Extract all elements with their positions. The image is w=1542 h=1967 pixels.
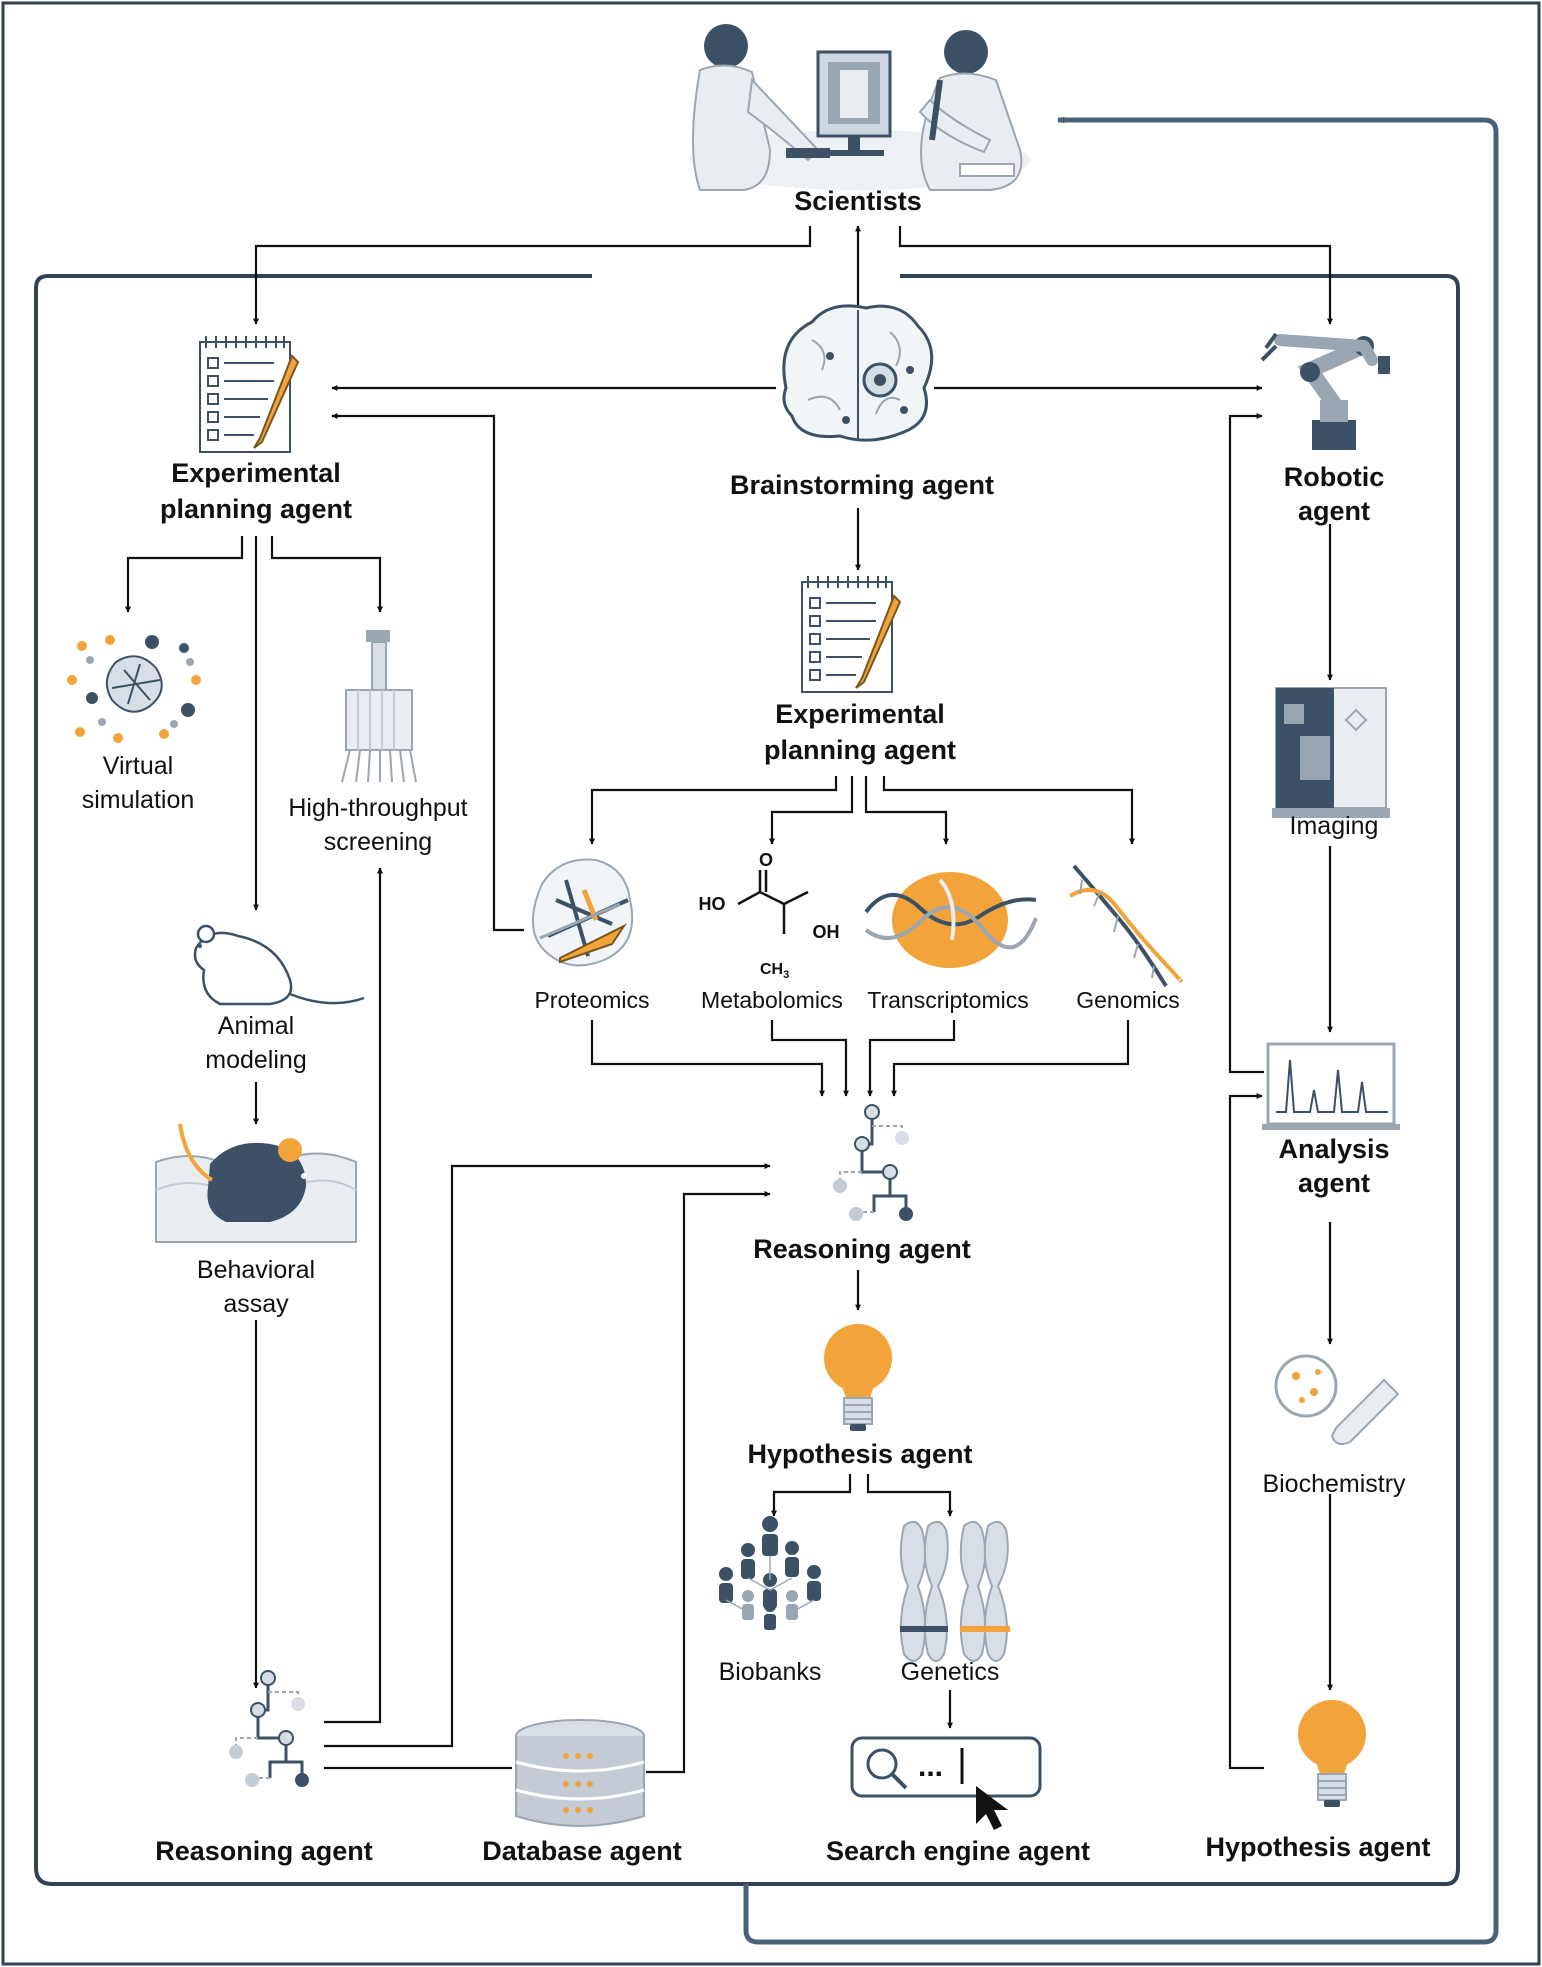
- analysis-agent-label-line2: agent: [1298, 1168, 1370, 1198]
- robotic-agent-label-line2: agent: [1298, 496, 1370, 526]
- clipboard-icon: [199, 335, 299, 453]
- decision-tree-icon: [227, 1669, 311, 1789]
- rna-dna-icon: [864, 872, 1038, 968]
- arrow-database-to-center-reasoning: [646, 1191, 771, 1774]
- decision-tree-icon: [831, 1103, 915, 1223]
- arrow-scientists-to-left-planning: [253, 226, 812, 325]
- arrow-to-transcriptomics: [864, 776, 949, 845]
- genetics-label: Genetics: [901, 1658, 1000, 1686]
- animal-modeling-label-line1: Animal: [218, 1012, 294, 1040]
- search-icon-handle: [890, 1772, 908, 1790]
- robotic-agent-label-line1: Robotic: [1284, 462, 1385, 492]
- inner-agent-frame: [34, 274, 1460, 1886]
- brainstorming-agent-label: Brainstorming agent: [730, 470, 994, 500]
- lactic-acid-molecule-icon: O HO OH CH3: [699, 850, 840, 981]
- search-engine-agent-label: Search engine agent: [826, 1836, 1090, 1866]
- methyl-label: CH3: [760, 961, 789, 981]
- molecule-simulation-icon: [67, 635, 201, 743]
- hydroxyl-label: HO: [699, 894, 726, 914]
- center-planning-label-line2: planning agent: [764, 735, 956, 765]
- mouse-icon: [193, 924, 365, 1006]
- biochemistry-label: Biochemistry: [1262, 1470, 1406, 1498]
- search-box: ...: [850, 1736, 1042, 1830]
- arrow-genomics-to-reasoning: [891, 1020, 1130, 1097]
- search-query-text: ...: [918, 1750, 943, 1783]
- hydroxyl-label: OH: [813, 922, 840, 942]
- database-agent-label: Database agent: [482, 1836, 682, 1866]
- arrow-reasoning-to-high-throughput: [324, 867, 383, 1724]
- analysis-agent-label-line1: Analysis: [1278, 1134, 1389, 1164]
- arrow-transcriptomics-to-reasoning: [867, 1020, 956, 1097]
- arrow-to-metabolomics: [769, 776, 854, 845]
- center-planning-label-line1: Experimental: [775, 699, 945, 729]
- right-hypothesis-agent-label: Hypothesis agent: [1205, 1832, 1430, 1862]
- behavioral-assay-mouse-icon: [155, 1123, 357, 1243]
- arrow-metabolomics-to-reasoning: [770, 1020, 849, 1097]
- virtual-simulation-label-line2: simulation: [82, 786, 195, 814]
- animal-modeling-label-line2: modeling: [205, 1046, 306, 1074]
- transcriptomics-label: Transcriptomics: [867, 987, 1028, 1013]
- analysis-monitor-icon: [1262, 1042, 1400, 1130]
- robotic-arm-icon: [1260, 332, 1390, 450]
- search-icon: [866, 1748, 898, 1780]
- arrow-reasoning-to-center-reasoning: [324, 1163, 771, 1748]
- people-population-icon: [719, 1516, 821, 1630]
- virtual-simulation-label-line1: Virtual: [103, 752, 173, 780]
- arrow-to-proteomics: [589, 776, 838, 845]
- arrow-hypothesis-to-genetics: [866, 1474, 953, 1517]
- petri-dish-test-tube-icon: [1274, 1354, 1400, 1445]
- arrow-proteomics-to-reasoning: [590, 1020, 825, 1097]
- center-reasoning-agent-label: Reasoning agent: [753, 1234, 971, 1264]
- behavioral-assay-label-line1: Behavioral: [197, 1256, 315, 1284]
- clipboard-icon: [801, 575, 901, 693]
- metabolomics-label: Metabolomics: [701, 987, 843, 1013]
- arrow-scientists-to-robotic: [898, 226, 1333, 325]
- genomics-label: Genomics: [1076, 987, 1180, 1013]
- dna-helix-icon: [1068, 864, 1183, 988]
- arrow-to-virtual-simulation: [125, 536, 244, 613]
- left-reasoning-agent-label: Reasoning agent: [155, 1836, 373, 1866]
- scientists-icon: [690, 24, 1030, 191]
- arrow-hypothesis-to-biobanks: [771, 1474, 852, 1517]
- feedback-loop-to-scientists: [743, 116, 1499, 1945]
- protein-structure-icon: [531, 858, 634, 967]
- imaging-label: Imaging: [1290, 812, 1379, 840]
- arrow-proteomics-to-left-planning: [331, 413, 524, 932]
- arrow-analysis-to-robotic: [1228, 413, 1264, 1074]
- scientists-label: Scientists: [794, 186, 922, 216]
- oxygen-label: O: [759, 850, 773, 870]
- chromosome-icon: [899, 1520, 1010, 1662]
- flow-arrows: [125, 225, 1333, 1774]
- mouse-cursor-icon: [976, 1786, 1008, 1830]
- lightbulb-icon: [1297, 1699, 1367, 1808]
- brain-icon: [782, 304, 934, 442]
- node-labels: Scientists Brainstorming agent Experimen…: [82, 186, 1431, 1866]
- lightbulb-icon: [823, 1323, 893, 1432]
- arrow-hypothesis-to-analysis: [1228, 1093, 1264, 1770]
- high-throughput-label-line1: High-throughput: [288, 794, 467, 822]
- pipette-icon: [341, 630, 417, 783]
- high-throughput-label-line2: screening: [324, 828, 432, 856]
- biobanks-label: Biobanks: [719, 1658, 822, 1686]
- database-icon: [515, 1719, 645, 1827]
- arrow-to-genomics: [882, 776, 1135, 845]
- left-planning-label-line1: Experimental: [171, 458, 341, 488]
- center-hypothesis-agent-label: Hypothesis agent: [747, 1439, 972, 1469]
- left-planning-label-line2: planning agent: [160, 494, 352, 524]
- arrow-to-high-throughput: [270, 536, 383, 613]
- imaging-machine-icon: [1272, 687, 1390, 818]
- behavioral-assay-label-line2: assay: [223, 1290, 289, 1318]
- proteomics-label: Proteomics: [534, 987, 649, 1013]
